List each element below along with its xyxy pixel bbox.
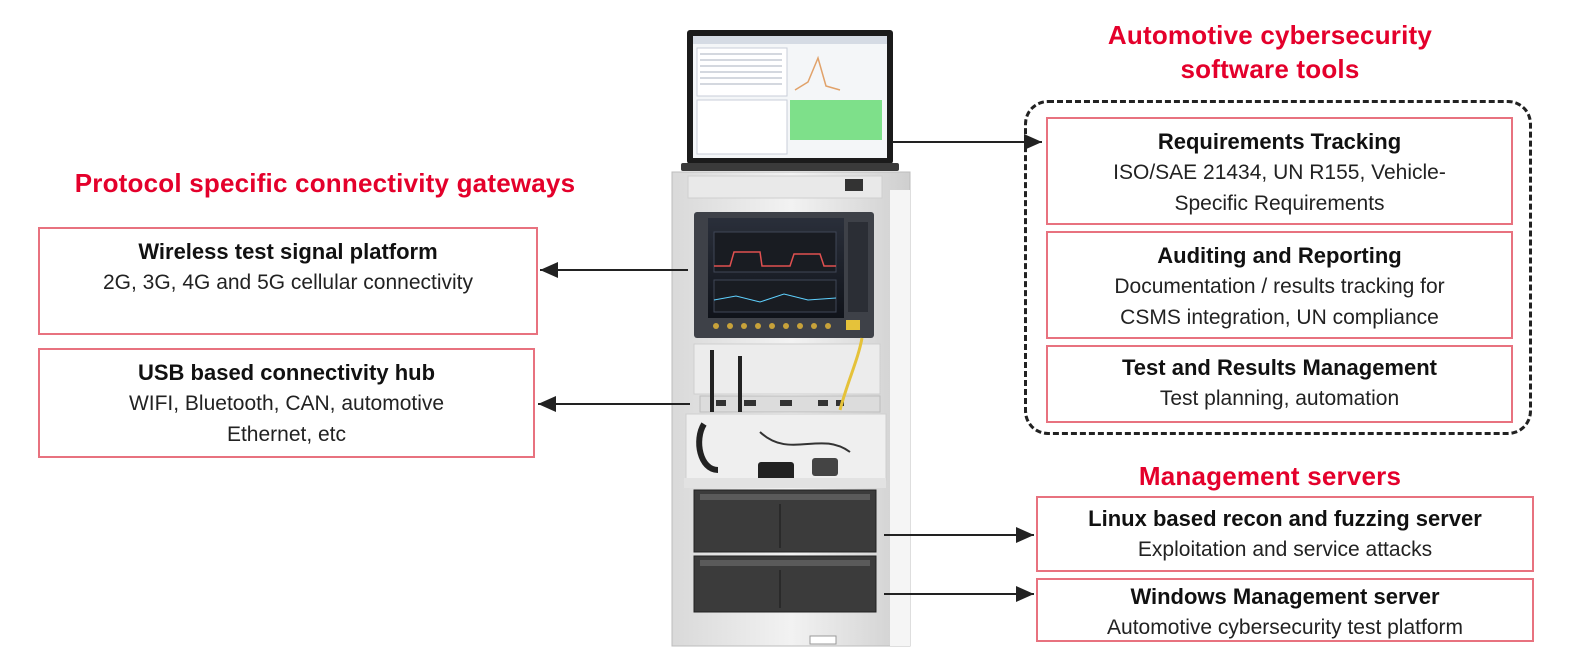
box-title: Requirements Tracking [1157, 129, 1402, 154]
server-linux [693, 489, 877, 553]
box-wireless-test-signal-platform: Wireless test signal platform 2G, 3G, 4G… [38, 227, 538, 335]
box-desc-line-1: WIFI, Bluetooth, CAN, automotive [128, 392, 445, 415]
box-desc-line-1: Documentation / results tracking for [1114, 275, 1445, 298]
right-bottom-heading: Management servers [1138, 461, 1402, 491]
box-desc: 2G, 3G, 4G and 5G cellular connectivity [102, 271, 473, 294]
box-desc-line-2: CSMS integration, UN compliance [1120, 306, 1439, 329]
box-linux-fuzzing-server: Linux based recon and fuzzing server Exp… [1036, 496, 1534, 572]
box-windows-management-server: Windows Management server Automotive cyb… [1036, 578, 1534, 642]
box-title: Test and Results Management [1122, 355, 1437, 380]
laptop [681, 30, 899, 171]
box-auditing-and-reporting: Auditing and Reporting Documentation / r… [1046, 231, 1513, 339]
box-desc-line-2: Specific Requirements [1174, 192, 1385, 215]
box-title: Linux based recon and fuzzing server [1088, 506, 1482, 531]
box-test-and-results-management: Test and Results Management Test plannin… [1046, 345, 1513, 423]
box-title: Auditing and Reporting [1157, 243, 1402, 268]
left-heading: Protocol specific connectivity gateways [74, 168, 576, 198]
connectivity-hub [693, 337, 881, 413]
box-desc: Exploitation and service attacks [1137, 538, 1433, 561]
right-top-heading-line-1: Automotive cybersecurity [1107, 20, 1433, 50]
box-desc: Automotive cybersecurity test platform [1107, 616, 1463, 639]
box-desc-line-2: Ethernet, etc [226, 423, 347, 446]
right-top-heading-line-2: software tools [1180, 54, 1360, 84]
server-windows [693, 555, 877, 613]
box-desc-line-1: ISO/SAE 21434, UN R155, Vehicle- [1113, 161, 1446, 184]
box-requirements-tracking: Requirements Tracking ISO/SAE 21434, UN … [1046, 117, 1513, 225]
box-title: Windows Management server [1130, 584, 1440, 609]
accessory-shelf [684, 413, 887, 488]
box-usb-connectivity-hub: USB based connectivity hub WIFI, Bluetoo… [38, 348, 535, 458]
box-title: Wireless test signal platform [138, 239, 438, 264]
signal-analyzer [694, 212, 874, 338]
right-top-heading: Automotive cybersecurity software tools [1060, 18, 1480, 86]
software-tools-group [1024, 100, 1532, 435]
box-title: USB based connectivity hub [137, 360, 436, 385]
box-desc: Test planning, automation [1159, 387, 1400, 410]
